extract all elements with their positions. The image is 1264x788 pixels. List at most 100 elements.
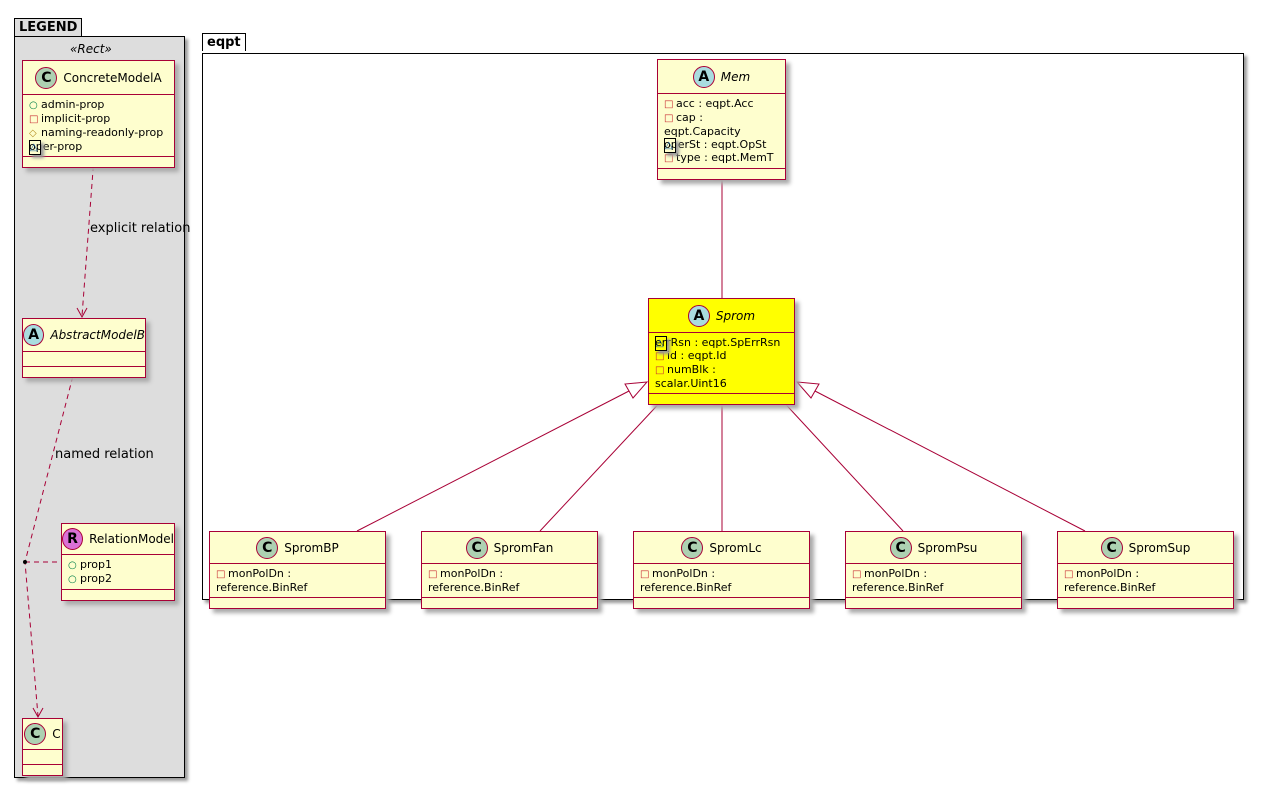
attribute-list: □monPolDn : reference.BinRef xyxy=(210,564,385,598)
attribute-text: errRsn : eqpt.SpErrRsn xyxy=(655,336,781,349)
attribute: △operSt : eqpt.OpSt xyxy=(664,138,779,153)
method-list xyxy=(1058,598,1233,608)
visibility-pub-icon: ○ xyxy=(68,574,77,585)
attribute: □monPolDn : reference.BinRef xyxy=(216,567,379,594)
attribute: ○admin-prop xyxy=(29,98,168,112)
attribute-text: prop2 xyxy=(80,572,112,585)
named-relation-label: named relation xyxy=(55,447,154,462)
attribute-text: monPolDn : reference.BinRef xyxy=(1064,567,1156,594)
class-abstract[interactable]: A AbstractModelB xyxy=(22,318,146,378)
method-list xyxy=(422,598,597,608)
attribute: □numBlk : scalar.Uint16 xyxy=(655,363,788,390)
class-name: RelationModel xyxy=(89,532,174,546)
class-name: SpromLc xyxy=(709,540,762,555)
class-header: C SpromPsu xyxy=(846,532,1021,564)
attribute-list: □acc : eqpt.Acc□cap : eqpt.Capacity△oper… xyxy=(658,94,785,169)
class-header: C ConcreteModelA xyxy=(23,61,174,95)
class-spromPsu[interactable]: C SpromPsu □monPolDn : reference.BinRef xyxy=(845,531,1022,609)
visibility-pro-icon: ◇ xyxy=(29,128,37,139)
attribute-text: implicit-prop xyxy=(41,112,111,125)
attribute-text: monPolDn : reference.BinRef xyxy=(216,567,308,594)
attribute-list: △errRsn : eqpt.SpErrRsn□id : eqpt.Id□num… xyxy=(649,333,794,394)
attribute-text: oper-prop xyxy=(29,140,83,153)
abstract-class-icon: A xyxy=(23,324,45,346)
class-name: ConcreteModelA xyxy=(63,70,162,85)
class-name: C xyxy=(52,727,61,741)
inheritance-triangle-icon xyxy=(795,381,820,399)
attribute-text: type : eqpt.MemT xyxy=(676,151,774,164)
visibility-pri-icon: □ xyxy=(664,113,674,124)
attribute-list: □monPolDn : reference.BinRef xyxy=(846,564,1021,598)
class-mem[interactable]: A Mem □acc : eqpt.Acc□cap : eqpt.Capacity△… xyxy=(657,59,786,180)
attribute: △errRsn : eqpt.SpErrRsn xyxy=(655,336,788,351)
attribute: △oper-prop xyxy=(29,140,168,155)
visibility-pkg-icon: △ xyxy=(664,138,676,153)
inheritance-triangle-icon xyxy=(624,381,649,399)
method-list xyxy=(846,598,1021,608)
generalization-line xyxy=(539,395,667,532)
class-header: A Sprom xyxy=(649,299,794,333)
visibility-pri-icon: □ xyxy=(428,569,438,580)
method-list xyxy=(210,598,385,608)
visibility-pkg-icon: △ xyxy=(29,140,41,155)
attribute: ◇ naming-readonly-prop xyxy=(29,126,168,140)
class-name: Mem xyxy=(720,69,751,84)
generalization-line xyxy=(777,395,904,532)
visibility-pri-icon: □ xyxy=(852,569,862,580)
method-list xyxy=(658,169,785,179)
attribute: □implicit-prop xyxy=(29,112,168,126)
class-name: AbstractModelB xyxy=(50,328,145,342)
attribute-list: ○admin-prop□implicit-prop ◇ naming-readonl… xyxy=(23,95,174,157)
attribute: □monPolDn : reference.BinRef xyxy=(1064,567,1227,594)
attribute-list: □monPolDn : reference.BinRef xyxy=(634,564,809,598)
class-icon: C xyxy=(35,66,58,89)
eqpt-package-title: eqpt xyxy=(202,33,246,51)
visibility-pri-icon: □ xyxy=(655,351,665,362)
generalization-line xyxy=(814,390,1086,532)
visibility-pri-icon: □ xyxy=(1064,569,1074,580)
attribute-text: monPolDn : reference.BinRef xyxy=(428,567,520,594)
class-concrete[interactable]: C ConcreteModelA ○admin-prop□implicit-prop… xyxy=(22,60,175,168)
attribute-list: ○prop1 ○prop2 xyxy=(62,555,174,590)
attribute-text: prop1 xyxy=(80,558,112,571)
attribute: ○prop1 xyxy=(68,558,168,572)
explicit-relation-label: explicit relation xyxy=(90,221,191,236)
attribute-list xyxy=(23,750,62,765)
method-list xyxy=(23,367,145,377)
attribute-text: operSt : eqpt.OpSt xyxy=(664,138,767,151)
class-name: Sprom xyxy=(715,308,756,323)
visibility-pri-icon: □ xyxy=(216,569,226,580)
class-icon: C xyxy=(24,723,47,745)
attribute-text: monPolDn : reference.BinRef xyxy=(640,567,732,594)
visibility-pri-icon: □ xyxy=(640,569,650,580)
visibility-pri-icon: □ xyxy=(655,365,665,376)
method-list xyxy=(23,765,62,775)
class-header: A AbstractModelB xyxy=(23,319,145,352)
attribute-list: □monPolDn : reference.BinRef xyxy=(1058,564,1233,598)
abstract-class-icon: A xyxy=(692,65,715,88)
association-point xyxy=(23,560,27,564)
abstract-class-icon: A xyxy=(687,304,710,327)
explicit-relation-line xyxy=(81,156,95,317)
class-name: SpromFan xyxy=(493,540,554,555)
attribute-text: id : eqpt.Id xyxy=(667,349,727,362)
attribute: □cap : eqpt.Capacity xyxy=(664,111,779,138)
class-icon: C xyxy=(889,536,912,559)
attribute: □acc : eqpt.Acc xyxy=(664,97,779,111)
attribute: □id : eqpt.Id xyxy=(655,349,788,363)
class-name: SpromPsu xyxy=(917,540,978,555)
arrow-head-icon xyxy=(76,307,88,319)
attribute-list: □monPolDn : reference.BinRef xyxy=(422,564,597,598)
attribute-text: naming-readonly-prop xyxy=(41,126,164,139)
